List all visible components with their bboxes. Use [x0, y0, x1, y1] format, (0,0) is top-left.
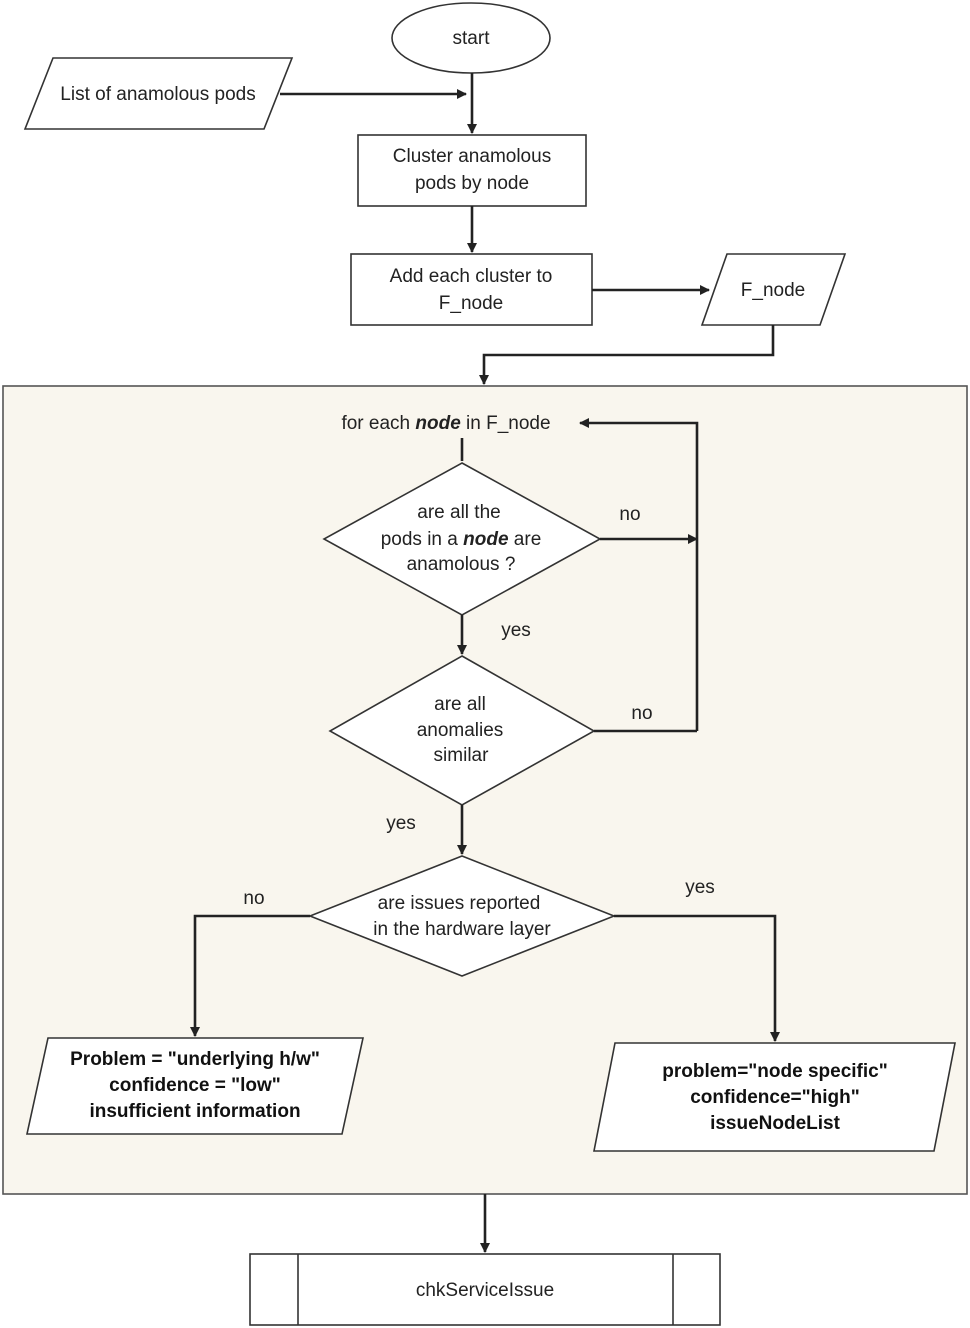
output-hw-line-3: insufficient information	[89, 1101, 300, 1122]
decision-all-pods: are all the pods in a node are anamolous…	[322, 462, 602, 616]
decision-hardware: are issues reported in the hardware laye…	[307, 855, 617, 977]
loop-header: for each node in F_node	[341, 413, 550, 434]
cluster-step-line-2: pods by node	[415, 173, 529, 194]
decision-hardware-line-1: are issues reported	[378, 893, 541, 914]
fnode-data: F_node	[700, 253, 847, 326]
add-cluster-step: Add each cluster to F_node	[350, 253, 593, 326]
add-cluster-line-1: Add each cluster to	[390, 266, 553, 287]
output-hw-line-1: Problem = "underlying h/w"	[70, 1049, 320, 1070]
edge-label-yes-1: yes	[501, 620, 531, 641]
add-cluster-line-2: F_node	[439, 293, 503, 314]
edge-label-no-3: no	[243, 888, 264, 909]
edge-label-yes-2: yes	[386, 813, 416, 834]
start-label: start	[453, 28, 491, 49]
edge-label-no-2: no	[631, 703, 652, 724]
output-hw-line-2: confidence = "low"	[109, 1075, 281, 1096]
output-node-line-2: confidence="high"	[690, 1087, 860, 1108]
output-node-problem: problem="node specific" confidence="high…	[593, 1042, 956, 1152]
edge-label-no-1: no	[619, 504, 640, 525]
decision-hardware-line-2: in the hardware layer	[373, 919, 551, 940]
decision-all-pods-line-1: are all the	[417, 502, 500, 523]
fnode-label: F_node	[741, 280, 805, 301]
decision-similar-line-3: similar	[434, 745, 490, 766]
decision-all-pods-line-2: pods in a node are	[381, 529, 542, 550]
decision-similar-line-1: are all	[434, 694, 486, 715]
decision-similar-line-2: anomalies	[417, 720, 504, 741]
cluster-step-line-1: Cluster anamolous	[393, 146, 551, 167]
decision-all-pods-line-3: anamolous ?	[407, 554, 516, 575]
output-node-line-3: issueNodeList	[710, 1113, 841, 1134]
arrow-fnode-to-loop	[479, 325, 775, 385]
arrow-decision-3-yes	[614, 914, 780, 1042]
arrow-loop-back	[579, 418, 699, 731]
subprocess-chk-service-issue: chkServiceIssue	[249, 1253, 721, 1326]
subprocess-label: chkServiceIssue	[416, 1280, 554, 1301]
output-node-line-1: problem="node specific"	[662, 1061, 888, 1082]
input-pods-data: List of anamolous pods	[23, 57, 294, 130]
arrow-decision-3-no	[190, 914, 310, 1037]
cluster-step: Cluster anamolous pods by node	[357, 134, 587, 207]
output-hardware-problem: Problem = "underlying h/w" confidence = …	[26, 1037, 364, 1135]
start-terminal: start	[391, 2, 551, 74]
edge-label-yes-3: yes	[685, 877, 715, 898]
input-pods-label: List of anamolous pods	[60, 84, 255, 105]
